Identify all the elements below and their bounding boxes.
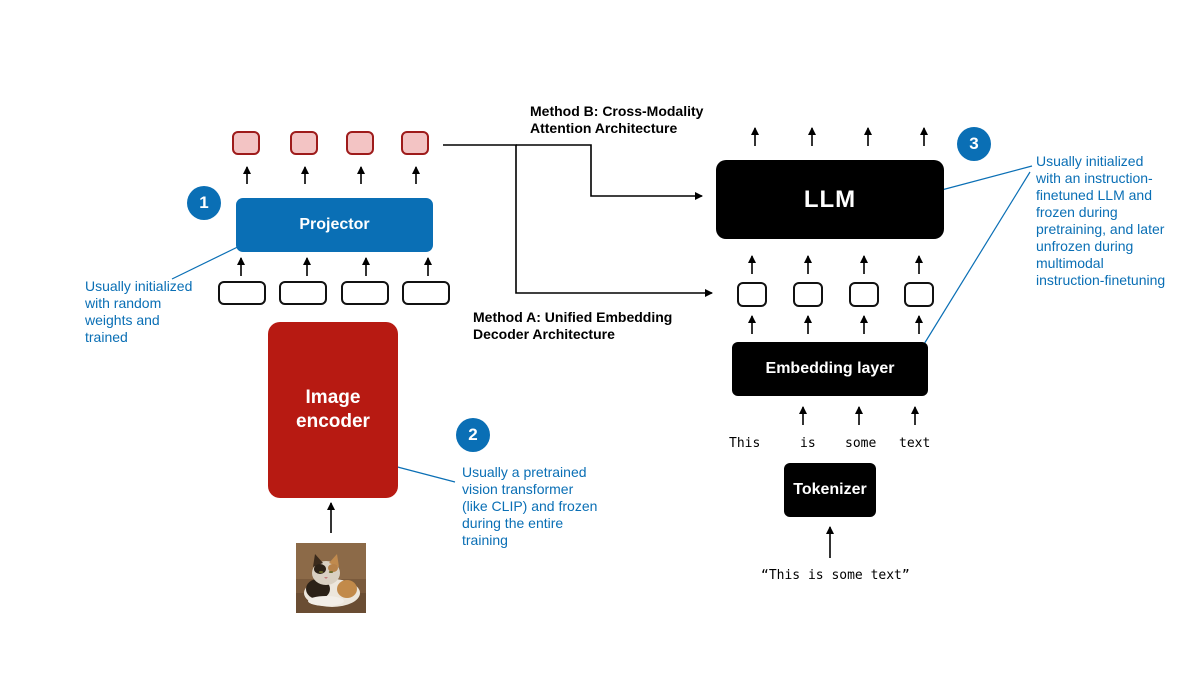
image-encoder-label: Image encoder — [296, 387, 370, 432]
image-encoder-box: Image encoder — [268, 322, 398, 498]
badge-1: 1 — [187, 186, 221, 220]
badge-3: 3 — [957, 127, 991, 161]
projector-note: Usually initialized with random weights … — [85, 278, 193, 345]
token-word: This — [729, 436, 761, 451]
projector-output-token — [290, 131, 318, 155]
input-sentence: “This is some text” — [761, 568, 910, 583]
token-word: some — [845, 436, 877, 451]
embedding-layer-label: Embedding layer — [765, 360, 895, 377]
token-word: is — [800, 436, 816, 451]
cat-photo — [296, 543, 366, 613]
projector-output-token — [346, 131, 374, 155]
method-b-label: Method B: Cross-Modality Attention Archi… — [530, 103, 704, 136]
image-token — [341, 281, 389, 305]
llm-input-token — [793, 282, 823, 307]
llm-input-token — [737, 282, 767, 307]
llm-box: LLM — [716, 160, 944, 239]
projector-box: Projector — [236, 198, 433, 252]
projector-label: Projector — [299, 216, 370, 233]
llm-input-token — [904, 282, 934, 307]
projector-output-token — [401, 131, 429, 155]
llm-label: LLM — [803, 185, 857, 213]
image-token — [218, 281, 266, 305]
image-token — [279, 281, 327, 305]
badge-2: 2 — [456, 418, 490, 452]
token-word: text — [899, 436, 931, 451]
image-token — [402, 281, 450, 305]
embedding-layer-box: Embedding layer — [732, 342, 928, 396]
llm-input-token — [849, 282, 879, 307]
method-a-label: Method A: Unified Embedding Decoder Arch… — [473, 309, 673, 342]
llm-note: Usually initialized with an instruction-… — [1036, 153, 1166, 288]
tokenizer-label: Tokenizer — [793, 481, 867, 498]
projector-output-token — [232, 131, 260, 155]
encoder-note: Usually a pretrained vision transformer … — [462, 464, 598, 548]
tokenizer-box: Tokenizer — [784, 463, 876, 517]
